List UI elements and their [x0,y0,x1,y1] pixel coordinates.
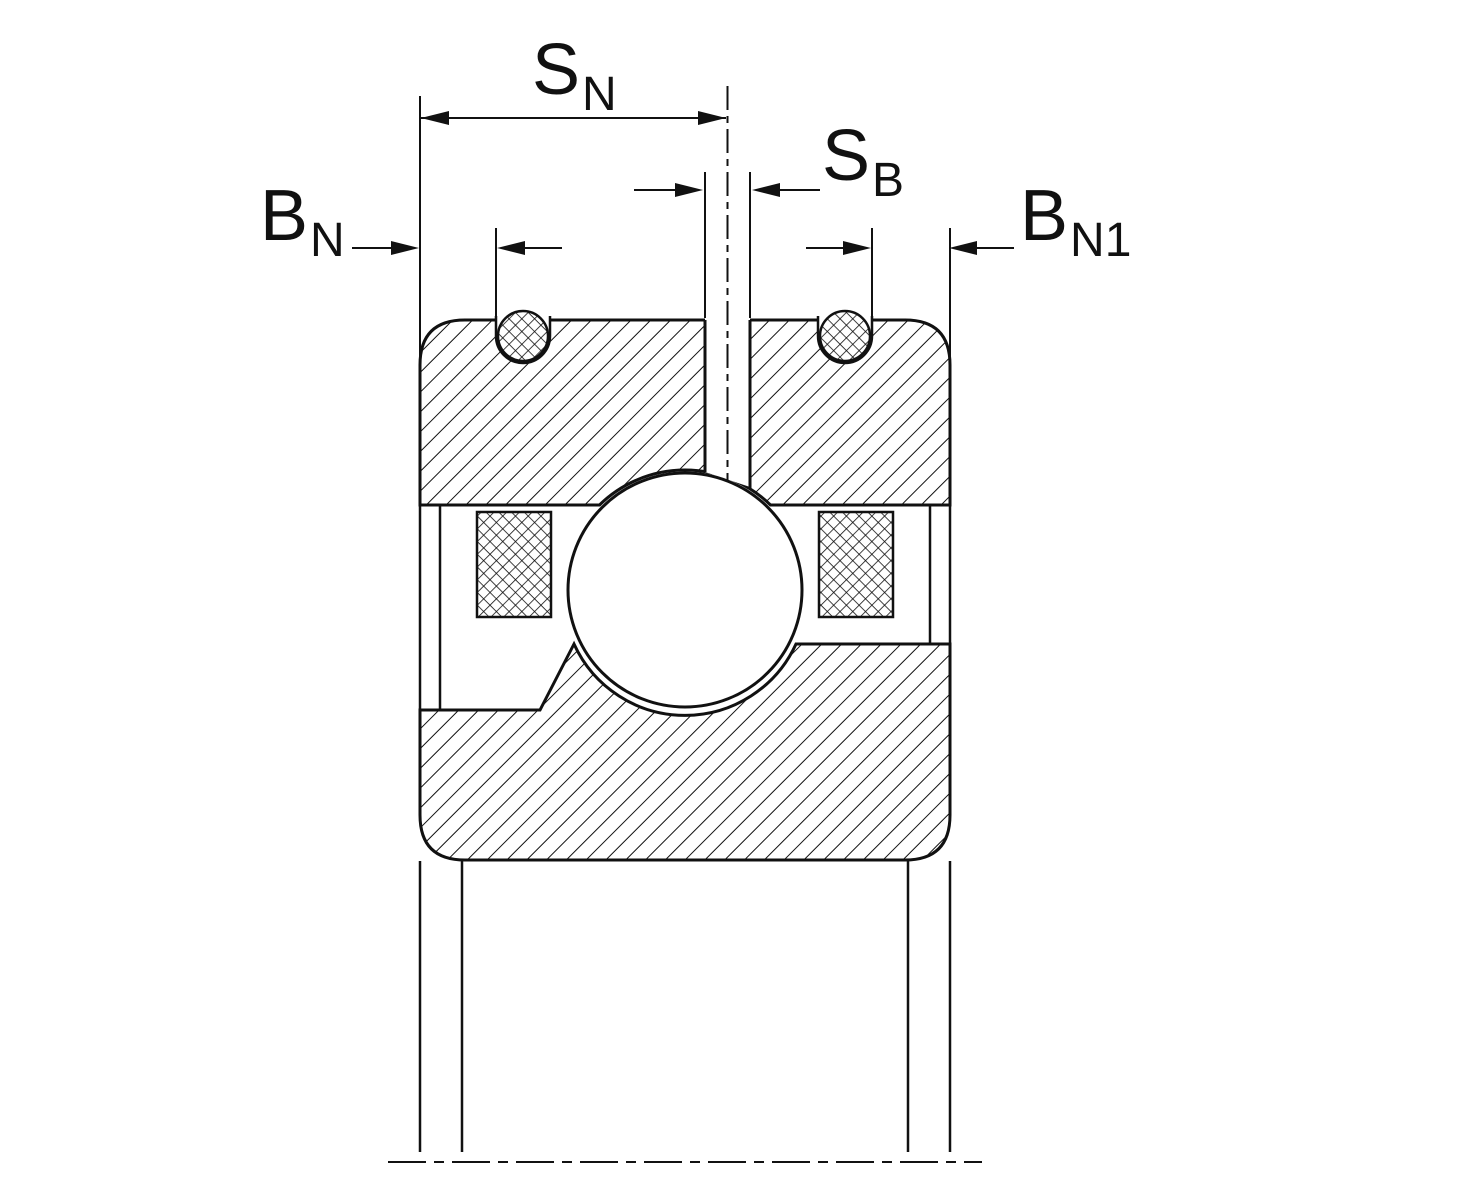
bn-arrow-right [497,241,525,255]
dimension-sb: SB [634,116,904,318]
bearing-ball [566,471,804,709]
sn-arrow-left [421,111,449,125]
seal-left [475,510,553,619]
sn-arrow-right [698,111,726,125]
inner-ring [418,640,952,862]
sb-arrow-left [675,183,703,197]
bn1-arrow-right [949,241,977,255]
dimension-sn: SN [419,30,726,367]
dimension-bn: BN [260,176,562,318]
bearing-section [388,86,982,1163]
seal-right [817,510,895,619]
sn-label: SN [532,30,617,121]
o-ring-right [818,309,872,363]
bn1-label: BN1 [1020,176,1131,267]
bn-label: BN [260,176,345,267]
shaft-lines [418,861,952,1152]
dimension-bn1: BN1 [806,176,1131,367]
o-ring-left [496,309,550,363]
sb-arrow-right [752,183,780,197]
bn1-arrow-left [843,241,871,255]
sb-label: SB [822,116,904,207]
bn-arrow-left [391,241,419,255]
